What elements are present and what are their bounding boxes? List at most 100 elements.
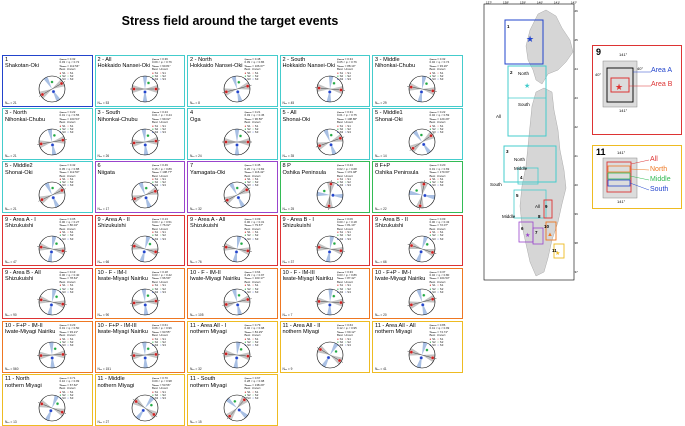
- legend-s1: ● S1 ○ S1: [337, 230, 351, 235]
- star-icon: ▲: [547, 232, 553, 238]
- legend-s1: ● S1 ○ S1: [152, 176, 166, 181]
- uncertainty-fan: [409, 190, 435, 200]
- principal-axis-marker: [39, 353, 43, 358]
- principal-axis-marker: [224, 90, 229, 94]
- phi-mean: φₘₑₐₙ = 0.13: [152, 216, 168, 221]
- legend-s2: ● S2 ○ S2: [59, 286, 74, 291]
- legend-s1: ● S1 ○ S1: [59, 336, 74, 341]
- stereonet-circle: [316, 182, 343, 209]
- principal-axis-marker: [425, 348, 429, 352]
- uncertainty-fan: [416, 342, 428, 368]
- stereonet: [131, 394, 158, 422]
- principal-axis-marker: [330, 193, 335, 198]
- event-count: Nₑᵥ = 24: [190, 153, 202, 158]
- phi-range: 0.29 < φ < 0.97: [244, 273, 265, 278]
- phi-mean: φₘₑₐₙ = 0.79: [244, 323, 261, 327]
- longitude-tick-label: 139°: [520, 1, 527, 5]
- principal-axis-marker: [409, 85, 413, 89]
- region-label: Middle: [514, 166, 528, 171]
- inset-9-lon-bottom: 141°: [619, 108, 628, 113]
- legend-header: Best Uncert: [244, 333, 261, 338]
- panel-title: 10 - F - IM-II Iwate-Miyagi Nairiku: [190, 269, 241, 283]
- principal-axis-marker: [151, 412, 156, 417]
- inset-9-lat: 40°: [637, 66, 644, 71]
- uncertainty-fan: [412, 130, 432, 154]
- event-count: Nₑᵥ = 47: [5, 260, 17, 265]
- area-b-label: Area B: [651, 81, 673, 88]
- principal-axis-marker: [40, 92, 45, 97]
- principal-axis-marker: [411, 146, 415, 151]
- uncertainty-fan: [316, 134, 343, 151]
- region-label: South: [490, 182, 502, 187]
- shmax-value: Sₕₘₐₓ = 60.12°: [337, 329, 356, 334]
- shmax-value: Sₕₘₐₓ = 76.02°: [152, 223, 171, 228]
- region-2-box: [507, 65, 547, 137]
- phi-mean: φₘₑₐₙ = 0.64: [244, 269, 261, 274]
- star-icon: ★: [555, 250, 560, 257]
- principal-axis-marker: [418, 204, 422, 208]
- inset-9-label: 9: [596, 47, 602, 57]
- phi-range: 0.05 < φ < 0.88: [59, 166, 80, 171]
- phi-mean: φₘₑₐₙ = 0.31: [337, 110, 353, 115]
- principal-axis-marker: [52, 134, 56, 138]
- legend-s2: ● S2 ○ S2: [429, 339, 444, 344]
- panel-title: 10 - F - IM-III Iwate-Miyagi Nairiku: [282, 269, 333, 283]
- latitude-ticks: 46°45°44°43°42°41°40°39°38°37°: [575, 9, 579, 274]
- phi-range: 0.02 < φ < 0.59: [429, 113, 450, 118]
- event-count: Nₑᵥ = 37: [282, 260, 295, 265]
- principal-axis-marker: [424, 82, 429, 86]
- shmax-value: Sₕₘₐₓ = 93.55°: [152, 329, 171, 334]
- phi-range: 0.02 < φ < 0.74: [429, 60, 450, 65]
- phi-range: 0.03 < φ < 0.45: [244, 113, 265, 118]
- legend-s2: ● S2 ○ S2: [429, 233, 444, 238]
- phi-mean: φₘₑₐₙ = 0.18: [152, 269, 168, 274]
- latitude-tick-label: 41°: [575, 154, 579, 158]
- uncertainty-fan: [131, 187, 158, 204]
- stereonet: [407, 288, 437, 316]
- legend-header: Best Uncert: [429, 226, 446, 231]
- stereonet: [129, 75, 160, 103]
- principal-axis-marker: [50, 143, 55, 147]
- region-4-box: [517, 167, 539, 185]
- principal-axis-marker: [337, 358, 341, 363]
- legend-header: Best Uncert: [337, 67, 353, 72]
- principal-axis-marker: [149, 403, 153, 407]
- panel-title: 9 - Area A - I Shizukuishi: [5, 216, 36, 229]
- phi-range: 0.09 < φ < 0.76: [152, 60, 172, 65]
- inset-11-south: South: [650, 186, 669, 193]
- panel-title: 5 - All Shonai-Oki: [282, 110, 311, 123]
- stereonet-circle: [223, 75, 251, 103]
- shmax-value: Sₕₘₐₓ = 72.07°: [429, 223, 449, 228]
- region-label: 10: [544, 224, 550, 229]
- phi-mean: φₘₑₐₙ = 0.49: [152, 163, 168, 168]
- stereonet-circle: [408, 128, 436, 156]
- stereonet-circle: [131, 341, 158, 369]
- shmax-value: Sₕₘₐₓ = 174.48°: [337, 169, 358, 174]
- panel-title: 11 - South nothern Miyagi: [190, 376, 227, 389]
- region-label: 8: [538, 214, 541, 219]
- shmax-value: Sₕₘₐₓ = 138.29°: [244, 382, 265, 387]
- legend-header: Best Uncert: [337, 280, 353, 285]
- shmax-value: Sₕₘₐₓ = 120.29°: [429, 116, 450, 121]
- inset-11: 11 141° All North Middle South 141°: [592, 145, 682, 209]
- principal-axis-marker: [144, 186, 148, 191]
- region-label: 2: [510, 70, 513, 75]
- shmax-value: Sₕₘₐₓ = 112.50°: [59, 169, 80, 174]
- legend-s2: ● S2 ○ S2: [244, 126, 259, 131]
- legend-header: Best Uncert: [244, 280, 261, 285]
- phi-range: 0.10 < φ < 0.99: [59, 379, 80, 384]
- legend-s2: ● S2 ○ S2: [59, 180, 74, 185]
